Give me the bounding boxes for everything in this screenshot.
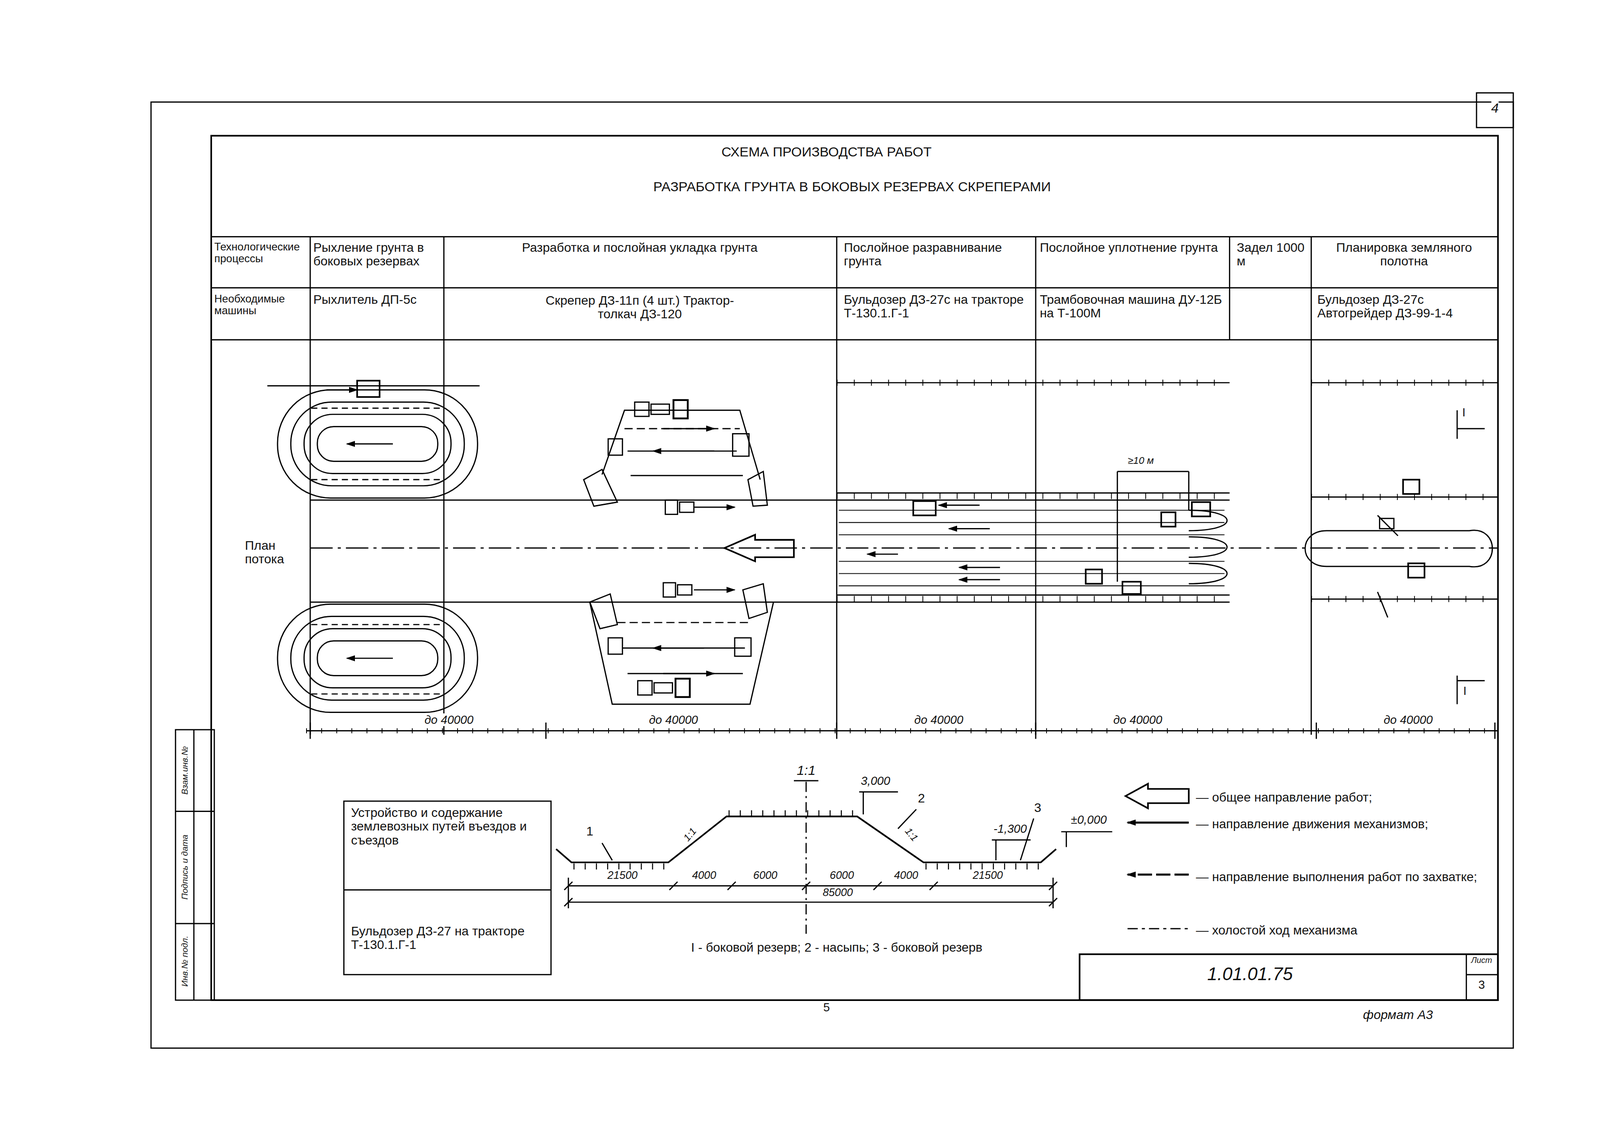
callout-number: 1 [586, 824, 594, 839]
callout-number: 2 [917, 791, 926, 806]
table-cell: Скрепер ДЗ-11п (4 шт.) Трактор-толкач ДЗ… [527, 293, 753, 321]
sheet-number: 3 [1478, 978, 1485, 992]
table-header-cell: Технологические процессы [214, 240, 309, 265]
section-caption: I - боковой резерв; 2 - насыпь; 3 - боко… [691, 940, 983, 955]
subtitle: РАЗРАБОТКА ГРУНТА В БОКОВЫХ РЕЗЕРВАХ СКР… [653, 179, 1051, 194]
table-header-cell: Разработка и послойная укладка грунта [456, 240, 824, 255]
section-mark: I [1462, 405, 1466, 419]
note-cell: Устройство и содержание землевозных путе… [350, 806, 545, 848]
section-title: 1:1 [796, 763, 816, 778]
table-header-cell: Задел 1000 м [1236, 240, 1311, 269]
stamp-label: Подпись и дата [179, 835, 190, 901]
table-cell: Необходимые машины [214, 292, 309, 317]
table-header-cell: Послойное уплотнение грунта [1039, 240, 1227, 255]
dimension: 21500 [972, 869, 1003, 882]
page-number: 5 [823, 1000, 830, 1014]
section-mark: I [1463, 684, 1467, 698]
dimension: 6000 [753, 869, 778, 882]
legend-text: — направление движения механизмов; [1195, 813, 1492, 836]
dimension: до 40000 [1113, 713, 1162, 727]
page-number: 4 [1491, 100, 1499, 116]
table-cell: Бульдозер ДЗ-27с Автогрейдер ДЗ-99-1-4 [1317, 292, 1497, 321]
legend-text: — направление выполнения работ по захват… [1195, 866, 1492, 888]
dimension: 21500 [607, 869, 638, 882]
table-header-cell: Планировка земляного полотна [1313, 240, 1496, 269]
dimension: 85000 [822, 886, 854, 899]
dimension: 4000 [692, 869, 717, 882]
dimension: до 40000 [424, 713, 474, 727]
legend-text: — холостой ход механизма [1195, 919, 1492, 942]
format-label: формат А3 [1363, 1008, 1434, 1022]
table-cell: Рыхлитель ДП-5с [313, 292, 441, 307]
stamp-label: Взам.инв.№ [179, 746, 190, 795]
table-cell: Трамбовочная машина ДУ-12Б на Т-100М [1039, 292, 1227, 321]
elevation: -1,300 [993, 822, 1028, 836]
dimension: ≥10 м [1127, 455, 1154, 467]
elevation: 3,000 [860, 774, 891, 788]
legend-text: — общее направление работ; [1195, 786, 1492, 809]
stamp-label: Инв.№ подл. [179, 935, 190, 987]
page-title: СХЕМА ПРОИЗВОДСТВА РАБОТ [721, 144, 932, 160]
dimension: до 40000 [914, 713, 963, 727]
drawing-code: 1.01.01.75 [1207, 964, 1293, 984]
dimension: до 40000 [1383, 713, 1433, 727]
dimension: 6000 [829, 869, 854, 882]
plan-label: План потока [245, 538, 307, 567]
table-cell: Бульдозер ДЗ-27с на тракторе Т-130.1.Г-1 [844, 292, 1034, 321]
callout-number: 3 [1034, 801, 1042, 815]
dimension: до 40000 [648, 713, 698, 727]
table-header-cell: Рыхление грунта в боковых резервах [313, 240, 441, 269]
slope-label: 1:1 [902, 825, 921, 844]
elevation: ±0,000 [1071, 813, 1107, 826]
sheet-label: Лист [1471, 956, 1492, 965]
note-cell: Бульдозер ДЗ-27 на тракторе Т-130.1.Г-1 [350, 924, 545, 952]
dimension: 4000 [894, 869, 919, 882]
table-header-cell: Послойное разравнивание грунта [844, 240, 1034, 269]
